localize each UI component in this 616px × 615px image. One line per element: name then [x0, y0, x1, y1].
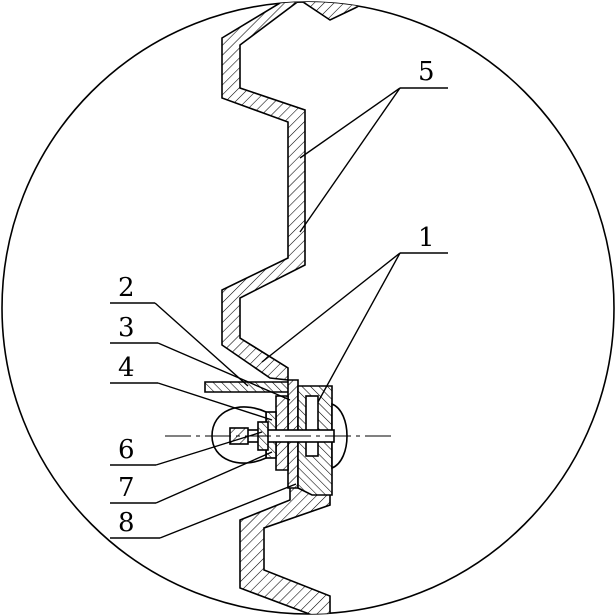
label-4: 4 [118, 353, 135, 383]
label-6: 6 [118, 435, 135, 465]
leader-lines [110, 87, 448, 539]
label-8: 8 [118, 508, 135, 538]
label-2: 2 [118, 273, 135, 303]
label-1: 1 [418, 223, 435, 253]
upper-panel [221, 2, 371, 381]
clamp-slot [305, 395, 319, 457]
label-7: 7 [118, 473, 135, 503]
bracket-angle [204, 381, 296, 393]
label-3: 3 [118, 313, 135, 343]
label-5: 5 [418, 57, 435, 87]
